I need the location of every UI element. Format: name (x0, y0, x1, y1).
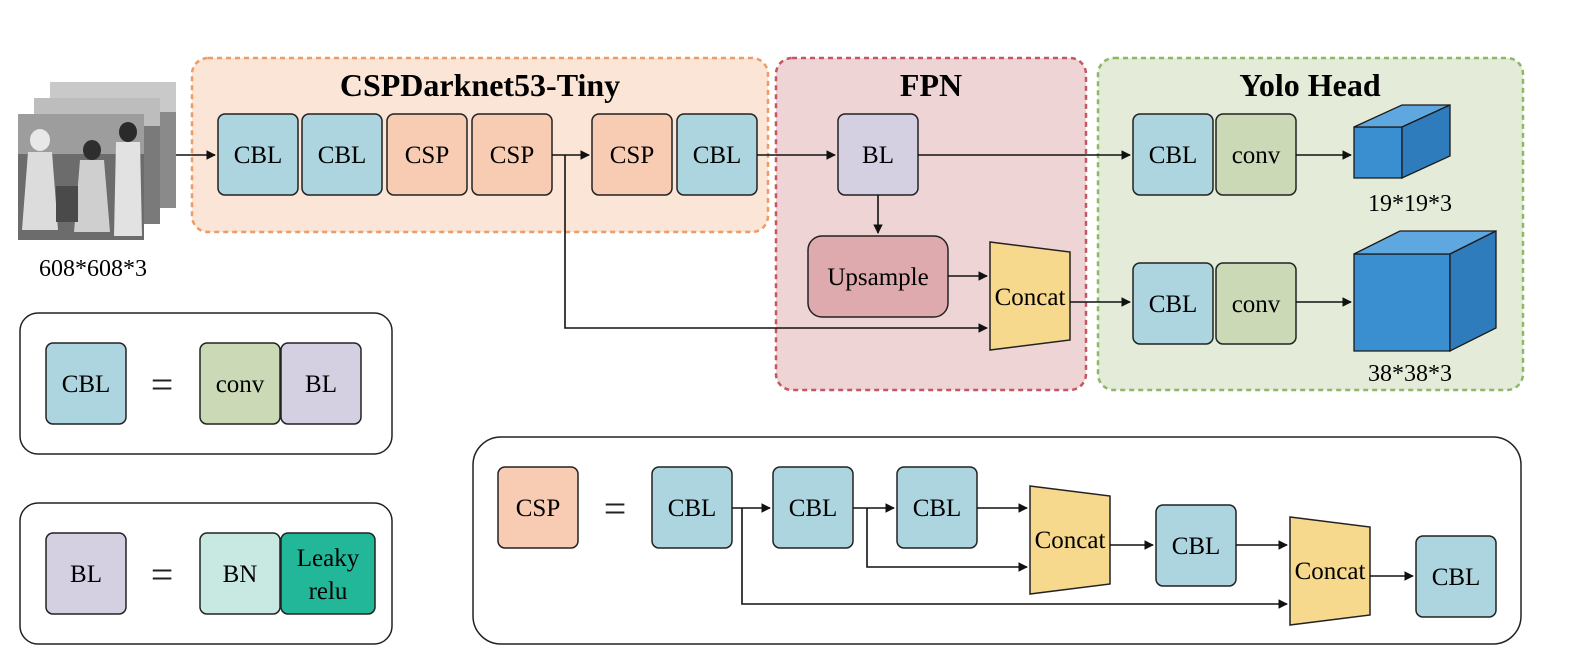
legend-cbl: CBL = conv BL (19, 312, 393, 455)
head-title: Yolo Head (1239, 67, 1381, 103)
head-top-cbl-block: CBL (1132, 113, 1214, 196)
svg-text:CSP: CSP (490, 142, 534, 169)
leaky-relu-line: relu (309, 578, 348, 605)
legend-csp-cbl: CBL (913, 495, 962, 522)
svg-text:conv: conv (1232, 142, 1281, 169)
main-flow-arrows (176, 150, 1352, 333)
backbone-block: CBL (301, 113, 383, 196)
head-top-output-cube (1353, 103, 1451, 180)
svg-text:Upsample: Upsample (827, 264, 928, 291)
svg-text:CSP: CSP (405, 142, 449, 169)
legend-bl-leaky-relu: Leaky relu (297, 545, 360, 605)
worker-photo-icon (18, 82, 176, 240)
legend-cbl-part: BL (305, 371, 337, 398)
legend-bl-part: BN (223, 561, 258, 588)
legend-bl-lhs: BL (70, 561, 102, 588)
fpn-concat-block: Concat (989, 241, 1071, 351)
fpn-title: FPN (900, 67, 962, 103)
legend-cbl-part: conv (216, 371, 265, 398)
legend-bl-equals: = (151, 552, 174, 597)
head-top-output-label: 19*19*3 (1368, 191, 1452, 217)
backbone-block: CSP (471, 113, 553, 196)
fpn-bl-block: BL (837, 113, 919, 196)
legend-csp-cbl: CBL (789, 495, 838, 522)
legend-cbl-equals: = (151, 362, 174, 407)
legend-csp-cbl: CBL (1432, 564, 1481, 591)
legend-bl: BL = BN Leaky relu (19, 502, 393, 645)
leaky-relu-line: Leaky (297, 545, 360, 572)
legend-csp-equals: = (604, 486, 627, 531)
svg-text:CBL: CBL (693, 142, 742, 169)
head-bottom-conv-block: conv (1215, 262, 1297, 345)
legend-csp-concat: Concat (1035, 527, 1106, 554)
head-top-conv-block: conv (1215, 113, 1297, 196)
svg-text:CBL: CBL (1149, 291, 1198, 318)
svg-text:CBL: CBL (1149, 142, 1198, 169)
fpn-upsample-block: Upsample (807, 235, 949, 318)
legend-csp-cbl: CBL (668, 495, 717, 522)
backbone-block: CSP (386, 113, 468, 196)
svg-text:BL: BL (862, 142, 894, 169)
head-bottom-output-label: 38*38*3 (1368, 361, 1452, 387)
backbone-block: CBL (676, 113, 758, 196)
svg-text:CSP: CSP (610, 142, 654, 169)
svg-text:CBL: CBL (234, 142, 283, 169)
svg-text:conv: conv (1232, 291, 1281, 318)
legend-csp-cbl: CBL (1172, 533, 1221, 560)
head-bottom-output-cube (1353, 229, 1497, 353)
head-bottom-cbl-block: CBL (1132, 262, 1214, 345)
backbone-block: CBL (217, 113, 299, 196)
backbone-title: CSPDarknet53-Tiny (340, 67, 620, 103)
backbone-block: CSP (591, 113, 673, 196)
legend-csp: CSP = CBL CBL CBL Concat CBL Concat CBL (472, 436, 1522, 645)
legend-csp-lhs: CSP (516, 495, 560, 522)
legend-csp-concat: Concat (1295, 558, 1366, 585)
svg-text:CBL: CBL (318, 142, 367, 169)
svg-text:Concat: Concat (995, 284, 1066, 311)
input-size-label: 608*608*3 (39, 256, 147, 282)
input-image-stack: 608*608*3 (18, 82, 176, 282)
legend-csp-arrows (732, 503, 1414, 609)
legend-cbl-lhs: CBL (62, 371, 111, 398)
